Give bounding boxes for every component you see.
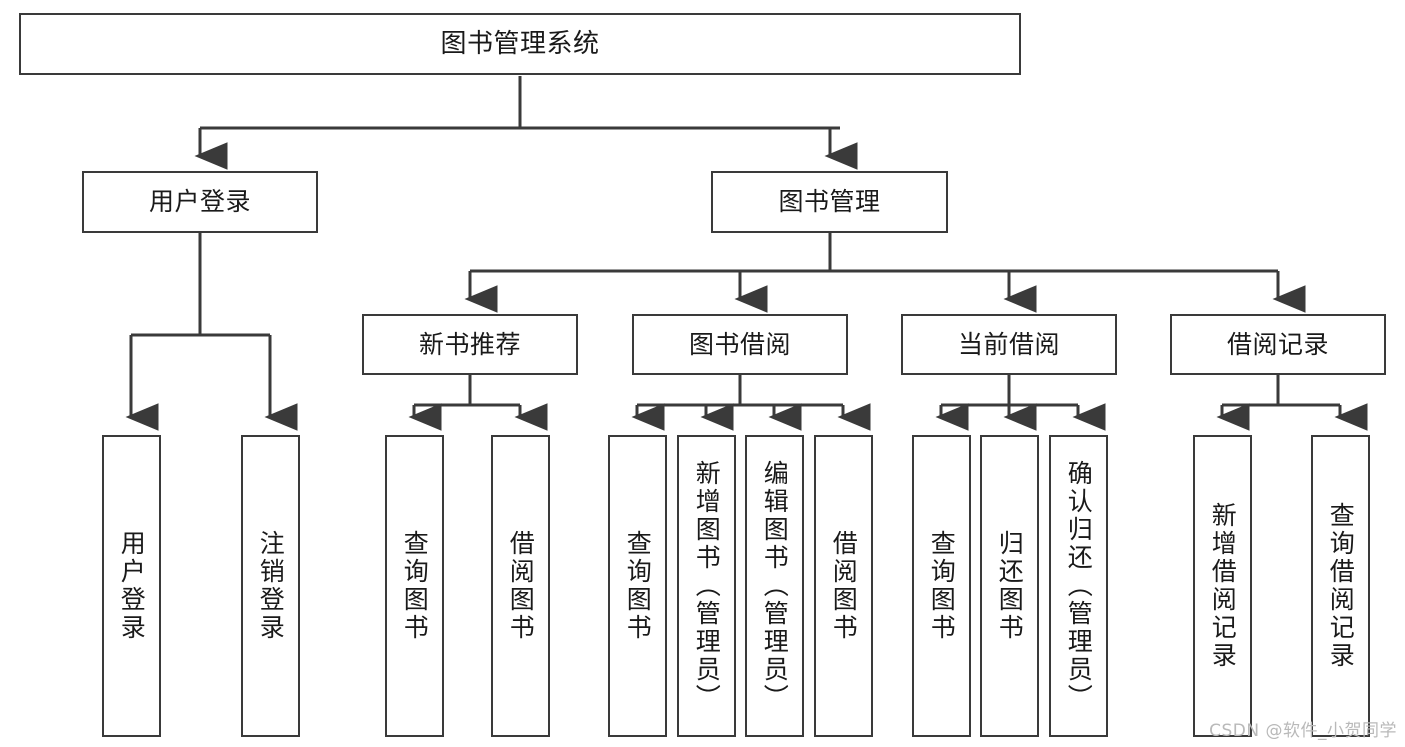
node-label: 用户登录: [148, 187, 251, 217]
node-label: 编辑图书（管理员）: [760, 460, 790, 712]
node-leaf-user-login[interactable]: 用户登录: [102, 435, 161, 737]
node-label: 查询图书: [400, 530, 430, 642]
node-label: 新书推荐: [418, 329, 521, 359]
node-label: 用户登录: [117, 530, 147, 642]
node-label: 注销登录: [256, 530, 286, 642]
node-leaf-query-book-newbook[interactable]: 查询图书: [385, 435, 444, 737]
node-label: 图书管理: [778, 187, 881, 217]
node-new-book-recommend[interactable]: 新书推荐: [362, 314, 578, 375]
node-label: 确认归还（管理员）: [1064, 460, 1094, 712]
node-leaf-edit-book-admin[interactable]: 编辑图书（管理员）: [745, 435, 804, 737]
node-leaf-borrow-book-newbook[interactable]: 借阅图书: [491, 435, 550, 737]
node-leaf-add-book-admin[interactable]: 新增图书（管理员）: [677, 435, 736, 737]
node-label: 借阅记录: [1226, 329, 1329, 359]
node-book-management[interactable]: 图书管理: [711, 171, 948, 233]
node-label: 归还图书: [995, 530, 1025, 642]
node-label: 当前借阅: [957, 329, 1060, 359]
node-current-borrow[interactable]: 当前借阅: [901, 314, 1117, 375]
node-label: 查询借阅记录: [1326, 502, 1356, 670]
node-label: 图书管理系统: [440, 28, 600, 59]
node-leaf-return-book[interactable]: 归还图书: [980, 435, 1039, 737]
node-leaf-query-borrow-record[interactable]: 查询借阅记录: [1311, 435, 1370, 737]
node-leaf-query-book-current[interactable]: 查询图书: [912, 435, 971, 737]
node-leaf-confirm-return-admin[interactable]: 确认归还（管理员）: [1049, 435, 1108, 737]
csdn-watermark: CSDN @软件_小贺同学: [1209, 721, 1397, 741]
node-label: 图书借阅: [688, 329, 791, 359]
node-label: 借阅图书: [829, 530, 859, 642]
node-label: 新增借阅记录: [1208, 502, 1238, 670]
node-label: 新增图书（管理员）: [692, 460, 722, 712]
node-user-login[interactable]: 用户登录: [82, 171, 318, 233]
node-leaf-logout[interactable]: 注销登录: [241, 435, 300, 737]
node-borrow-record[interactable]: 借阅记录: [1170, 314, 1386, 375]
node-root-book-management-system[interactable]: 图书管理系统: [19, 13, 1021, 75]
node-leaf-borrow-book[interactable]: 借阅图书: [814, 435, 873, 737]
node-leaf-query-book-borrow[interactable]: 查询图书: [608, 435, 667, 737]
node-book-borrow[interactable]: 图书借阅: [632, 314, 848, 375]
node-label: 查询图书: [927, 530, 957, 642]
node-label: 查询图书: [623, 530, 653, 642]
node-label: 借阅图书: [506, 530, 536, 642]
node-leaf-add-borrow-record[interactable]: 新增借阅记录: [1193, 435, 1252, 737]
